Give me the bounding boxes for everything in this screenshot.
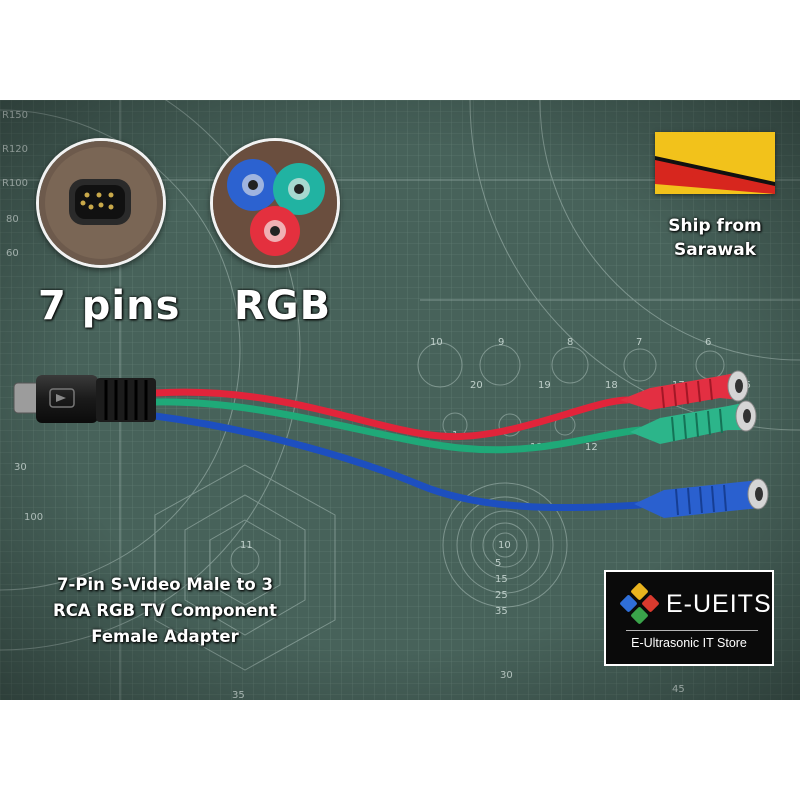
ship-from-text: Ship from Sarawak <box>640 214 790 262</box>
caption-line-3: Female Adapter <box>91 627 239 646</box>
rca-connector-green <box>630 400 757 444</box>
ship-line-1: Ship from <box>668 216 762 236</box>
flag-star-icon <box>708 142 726 162</box>
caption-line-2: RCA RGB TV Component <box>52 601 278 620</box>
rgb-label: RGB <box>234 283 332 329</box>
pins-label: 7 pins <box>38 283 181 329</box>
ship-line-2: Sarawak <box>673 240 757 260</box>
sarawak-flag <box>655 132 775 194</box>
brand-tagline: E-Ultrasonic IT Store <box>631 636 747 650</box>
s-video-plug <box>13 375 156 423</box>
brand-divider <box>626 630 758 631</box>
brand-name: E-UEITS <box>666 590 772 618</box>
rgb-closeup-inset <box>210 138 340 268</box>
product-photo: R150 R120 R100 80 60 10 9 8 7 6 20 19 18… <box>0 100 800 700</box>
rca-connector-blue <box>634 478 769 518</box>
brand-logo: E-UEITS E-Ultrasonic IT Store <box>604 570 774 666</box>
caption-line-1: 7-Pin S-Video Male to 3 <box>57 575 273 594</box>
brand-diamonds-icon <box>620 583 659 624</box>
pins-closeup-inset <box>36 138 166 268</box>
cable-wires <box>151 388 644 512</box>
rca-connector-red <box>620 370 749 410</box>
product-caption: 7-Pin S-Video Male to 3 RCA RGB TV Compo… <box>0 572 330 650</box>
